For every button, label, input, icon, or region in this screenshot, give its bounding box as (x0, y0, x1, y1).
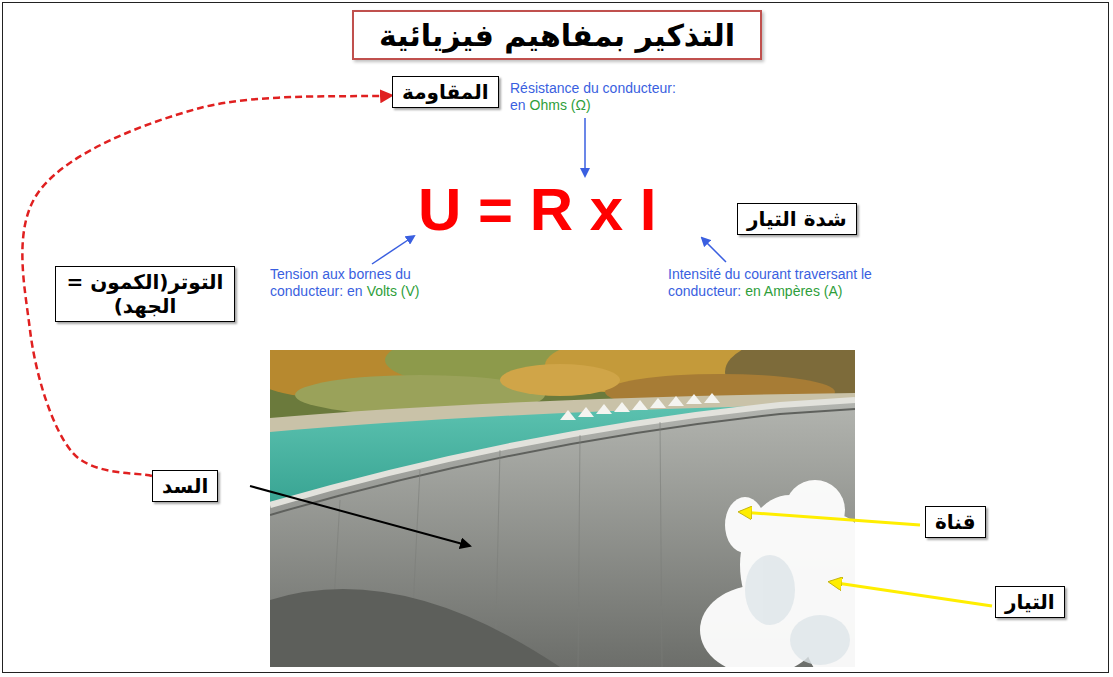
unit-text: en Ampères (A) (745, 283, 842, 300)
leader-lines (250, 118, 992, 606)
label-group: Intensité du courant traversant le condu… (668, 266, 928, 300)
callout-box: التوتر(الكمون = الجهد) (55, 266, 235, 322)
callout-box: المقاومة (392, 76, 499, 108)
unit-text: Volts (V) (367, 283, 420, 300)
box-label: شدة التيار (747, 207, 847, 231)
title-box: التذكير بمفاهيم فيزيائية (352, 10, 762, 60)
callout-box: شدة التيار (737, 203, 857, 235)
box-label: المقاومة (402, 80, 489, 104)
label-group: Tension aux bornes du conducteur: enVolt… (270, 266, 480, 300)
callout-box: التيار (995, 586, 1065, 618)
box-label: قناة (935, 510, 976, 534)
callout-box: السد (152, 470, 218, 502)
label-group: U = R x I (418, 180, 656, 240)
callout-box: قناة (925, 506, 986, 538)
title-text: التذكير بمفاهيم فيزيائية (379, 18, 735, 53)
formula: U = R x I (418, 176, 656, 243)
unit-text: Ohms (Ω) (530, 97, 591, 114)
box-label: السد (162, 474, 208, 498)
box-label: التيار (1005, 590, 1055, 614)
label-group: Résistance du conducteur: enOhms (Ω) (510, 80, 695, 114)
box-label: التوتر(الكمون = الجهد) (65, 270, 225, 318)
dam-photo (270, 350, 855, 667)
